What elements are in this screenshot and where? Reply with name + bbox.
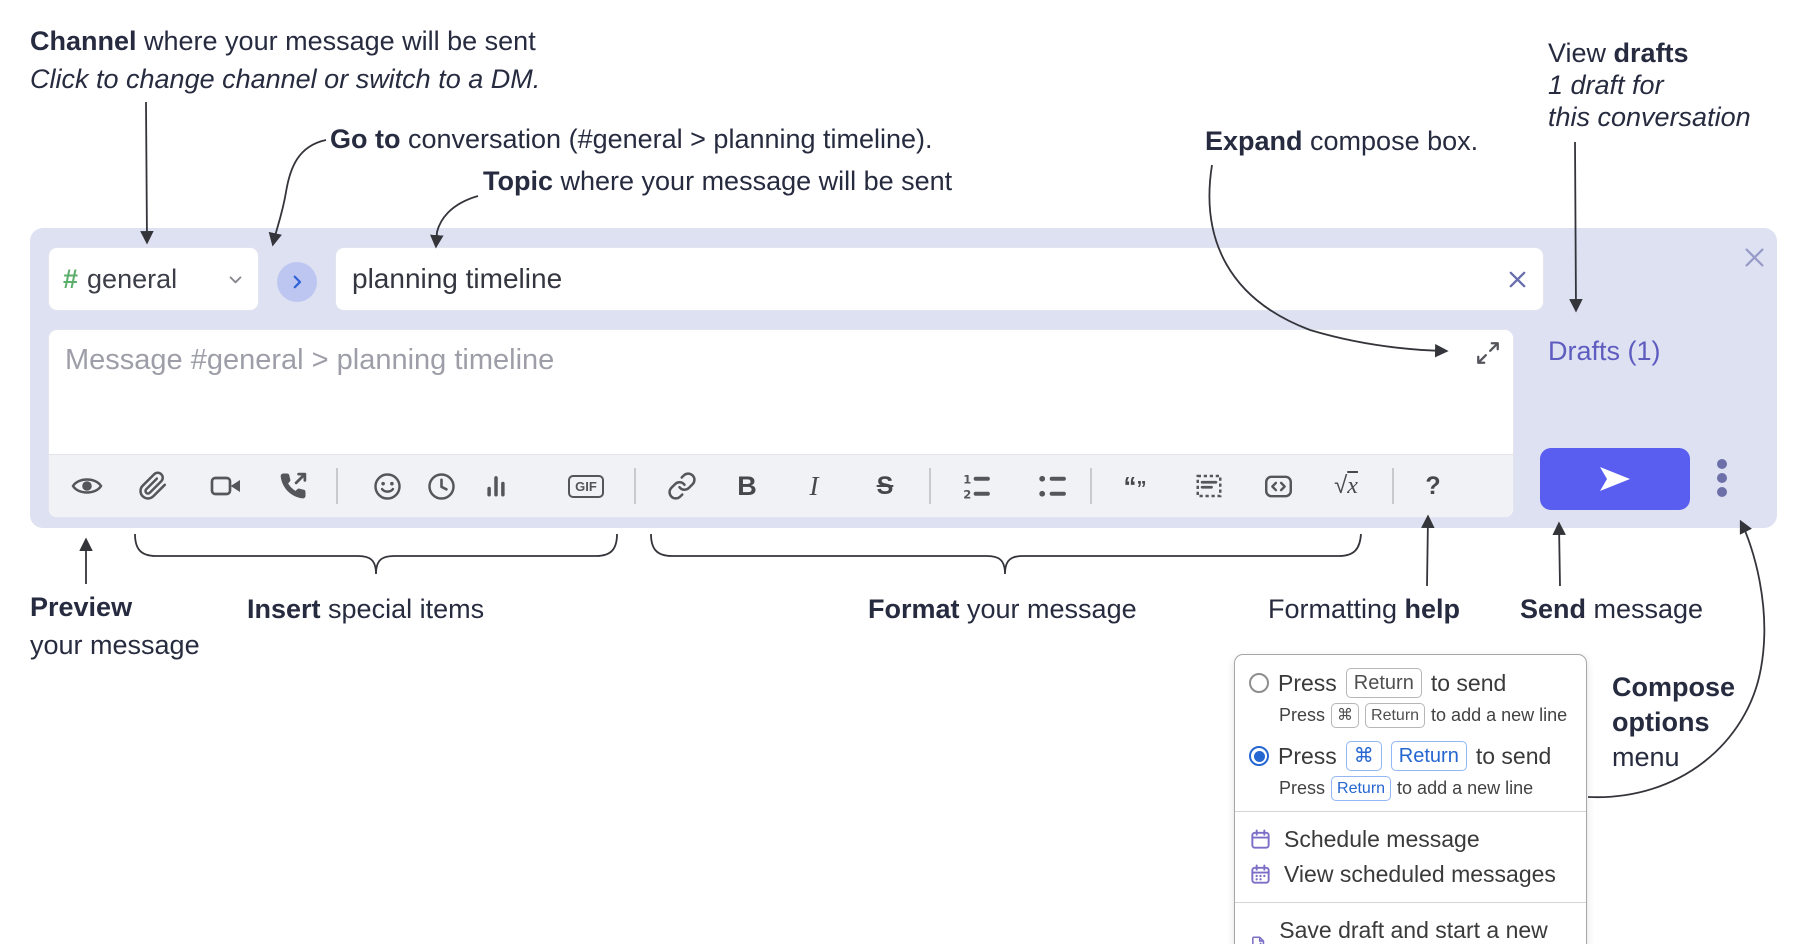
menu-item-save-draft[interactable]: Save draft and start a new message [1249,913,1572,944]
return-key-chip: Return [1365,703,1426,728]
message-input[interactable] [49,330,1513,454]
send-icon [1600,467,1630,491]
menu-item-schedule-message[interactable]: Schedule message [1249,822,1572,857]
formatting-help-icon[interactable]: ? [1425,471,1441,500]
toolbar-divider [1090,468,1092,504]
cmd-key-chip: ⌘ [1345,741,1382,771]
brace-format [650,533,1362,575]
quote-icon[interactable]: “” [1123,470,1147,501]
svg-text:1: 1 [963,473,971,487]
channel-annotation-subtitle: Click to change channel or switch to a D… [30,64,541,94]
toolbar-divider [1392,468,1394,504]
return-key-chip: Return [1345,668,1422,698]
code-icon[interactable] [1256,455,1300,517]
toolbar-divider [336,468,338,504]
chevron-down-icon [227,271,244,288]
send-button[interactable] [1540,448,1690,510]
toolbar-divider [634,468,636,504]
view-drafts-annotation-line2: 1 draft for [1548,70,1664,100]
calendar-grid-icon [1251,864,1270,884]
expand-annotation: Expand compose box. [1205,126,1479,156]
go-to-conversation-button[interactable] [277,262,317,302]
menu-option-cmd-return-sub: Press Return to add a new line [1279,776,1572,801]
time-icon[interactable] [419,455,463,517]
bulleted-list-icon[interactable] [1030,455,1074,517]
channel-annotation: Channel where your message will be sent [30,26,536,56]
strikethrough-icon[interactable]: S [876,471,894,500]
emoji-icon[interactable] [365,455,409,517]
close-compose-icon[interactable] [1741,244,1768,276]
insert-annotation: Insert special items [247,594,485,624]
expand-compose-icon[interactable] [1475,340,1501,371]
italic-icon[interactable]: I [809,470,819,501]
toolbar-divider [929,468,931,504]
clear-topic-icon[interactable] [1506,268,1529,296]
preview-icon[interactable] [65,455,109,517]
menu-option-return-sub: Press ⌘ Return to add a new line [1279,703,1572,728]
return-key-chip: Return [1331,776,1392,801]
menu-option-return-to-send[interactable]: Press Return to send [1249,668,1572,698]
preview-annotation: Preview [30,592,133,622]
arrow-send [1552,521,1566,587]
menu-item-view-scheduled[interactable]: View scheduled messages [1249,857,1572,892]
gif-icon[interactable]: GIF [558,455,614,517]
arrow-channel [140,101,154,245]
brace-insert [134,533,618,575]
topic-input-wrapper [335,247,1544,311]
draft-file-icon [1252,936,1265,944]
channel-selector[interactable]: # general [48,247,259,311]
menu-divider [1235,902,1586,903]
topic-annotation: Topic where your message will be sent [483,166,953,196]
radio-unselected[interactable] [1249,673,1269,693]
hash-icon: # [63,263,79,294]
compose-box: # general [30,228,1777,528]
spoiler-icon[interactable] [1187,455,1231,517]
voice-call-icon[interactable] [271,455,315,517]
go-to-annotation: Go to conversation (#general > planning … [330,124,933,154]
return-key-chip: Return [1390,741,1467,771]
math-icon[interactable]: √x [1334,472,1358,499]
format-annotation: Format your message [868,594,1137,624]
compose-options-icon[interactable] [1716,458,1728,505]
formatting-help-annotation: Formatting help [1268,594,1461,624]
view-drafts-annotation-line3: this conversation [1548,102,1751,132]
poll-icon[interactable] [474,455,518,517]
radio-selected[interactable] [1249,746,1269,766]
attach-file-icon[interactable] [131,455,175,517]
compose-options-menu: Press Return to send Press ⌘ Return to a… [1234,654,1587,944]
menu-divider [1235,811,1586,812]
bold-icon[interactable]: B [737,470,757,501]
cmd-key-chip: ⌘ [1331,703,1360,728]
channel-name: general [87,263,178,294]
video-call-icon[interactable] [204,455,248,517]
svg-text:2: 2 [963,488,971,501]
menu-option-cmd-return-to-send[interactable]: Press ⌘ Return to send [1249,741,1572,771]
view-drafts-annotation: View drafts [1548,38,1689,68]
topic-input[interactable] [336,248,1543,310]
preview-annotation-line2: your message [30,630,200,660]
calendar-icon [1251,829,1270,849]
chevron-right-icon [293,275,302,289]
link-icon[interactable] [660,455,704,517]
drafts-link[interactable]: Drafts (1) [1548,336,1661,366]
message-box: GIF B I S 12 “” [48,329,1514,518]
send-annotation: Send message [1520,594,1704,624]
compose-options-annotation: Compose options menu [1612,672,1736,772]
